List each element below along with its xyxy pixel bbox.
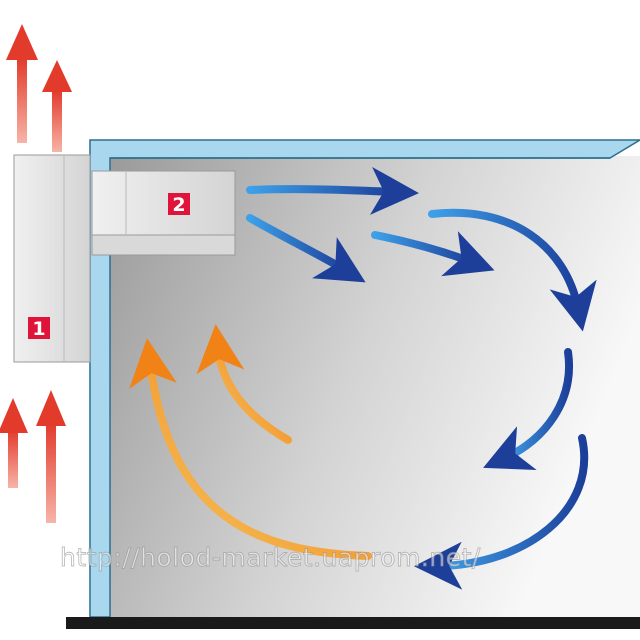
up-arrow-icon — [42, 60, 72, 152]
evaporator-lower-ledge — [91, 234, 236, 256]
up-arrow-icon — [6, 24, 38, 143]
evaporator-unit — [91, 170, 236, 236]
watermark: http://holod-market.uaprom.net/ — [60, 543, 481, 572]
unit-label-2: 2 — [172, 194, 185, 216]
curved-arrow-icon — [246, 214, 366, 283]
return-air-arrows — [129, 324, 588, 590]
condensing-unit — [13, 154, 91, 363]
curved-arrow-icon — [371, 231, 495, 277]
floor — [66, 617, 640, 629]
exhaust-arrows — [6, 24, 72, 152]
cold-air-arrows — [246, 166, 597, 471]
curved-arrow-icon — [414, 434, 588, 590]
curved-arrow-icon — [428, 208, 597, 332]
intake-arrows — [0, 390, 66, 523]
up-arrow-icon — [0, 398, 28, 488]
unit-badge-2 — [168, 193, 190, 215]
curved-arrow-icon — [483, 348, 573, 471]
curved-arrow-icon — [129, 338, 372, 560]
unit-label-1: 1 — [32, 318, 45, 340]
curved-arrow-icon — [196, 324, 292, 444]
unit-badge-1 — [28, 317, 50, 339]
curved-arrow-icon — [246, 166, 419, 215]
up-arrow-icon — [36, 390, 66, 523]
